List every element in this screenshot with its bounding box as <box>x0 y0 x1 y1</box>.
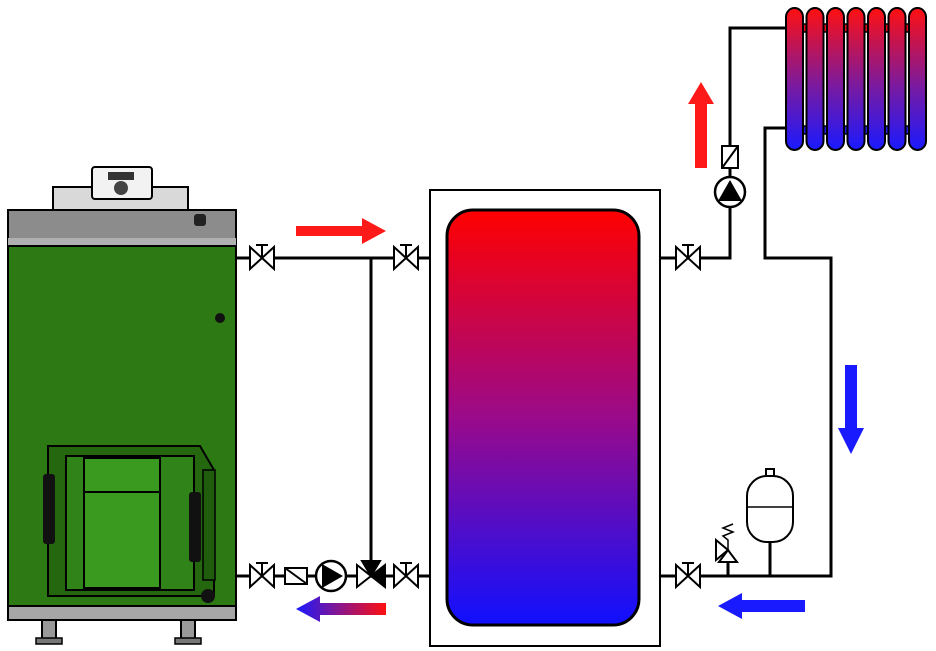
flow-arrow-heating-return-down <box>838 365 864 454</box>
boiler-foot-pad-right <box>174 637 202 645</box>
circulation-pump-boiler-return[interactable] <box>314 559 348 593</box>
boiler <box>7 166 237 645</box>
buffer-tank <box>429 189 661 647</box>
radiator-icon <box>785 7 927 151</box>
flow-arrow-heating-supply <box>688 82 714 168</box>
shutoff-valve-tank-return-in[interactable] <box>675 562 701 588</box>
three-way-valve-icon[interactable] <box>356 560 386 590</box>
boiler-top-knob <box>194 214 206 226</box>
boiler-top-lip <box>8 238 236 246</box>
boiler-sensor-port <box>215 313 225 323</box>
radiator-section <box>887 7 907 151</box>
radiator-section <box>908 7 927 151</box>
shutoff-valve-tank-return-out[interactable] <box>393 562 419 588</box>
buffer-tank-icon <box>445 208 641 627</box>
boiler-door-handle-left <box>43 474 55 544</box>
safety-valve-icon[interactable] <box>715 523 739 563</box>
boiler-foot-right <box>180 619 196 641</box>
radiator-return-pipe <box>660 126 833 578</box>
check-valve-heating[interactable] <box>721 145 739 169</box>
flow-arrow-heating-return-left <box>718 593 805 619</box>
shutoff-valve-tank-supply-in[interactable] <box>393 244 419 270</box>
flow-arrow-boiler-return <box>296 596 386 622</box>
boiler-inspection-port <box>201 589 215 603</box>
boiler-door-panel <box>83 457 161 589</box>
radiator-section <box>805 7 825 151</box>
shutoff-valve-tank-supply-out[interactable] <box>675 244 701 270</box>
radiator-section <box>826 7 845 151</box>
flow-arrow-boiler-supply <box>296 218 386 244</box>
shutoff-valve-boiler-supply[interactable] <box>249 244 275 270</box>
radiator-section <box>867 7 886 151</box>
boiler-foot-pad-left <box>35 637 63 645</box>
circulation-pump-heating[interactable] <box>713 175 747 209</box>
boiler-foot-left <box>41 619 57 641</box>
radiator-section <box>785 7 804 151</box>
radiator-section <box>846 7 866 151</box>
controller-knob <box>114 181 128 195</box>
boiler-base <box>7 605 237 621</box>
shutoff-valve-boiler-return[interactable] <box>249 562 275 588</box>
boiler-door-hinge <box>202 469 216 581</box>
check-valve-icon[interactable] <box>284 567 308 585</box>
heating-supply-pipe <box>660 26 790 260</box>
controller-display <box>108 172 134 180</box>
boiler-door-handle-right <box>189 492 201 562</box>
expansion-vessel-icon[interactable] <box>746 468 794 543</box>
